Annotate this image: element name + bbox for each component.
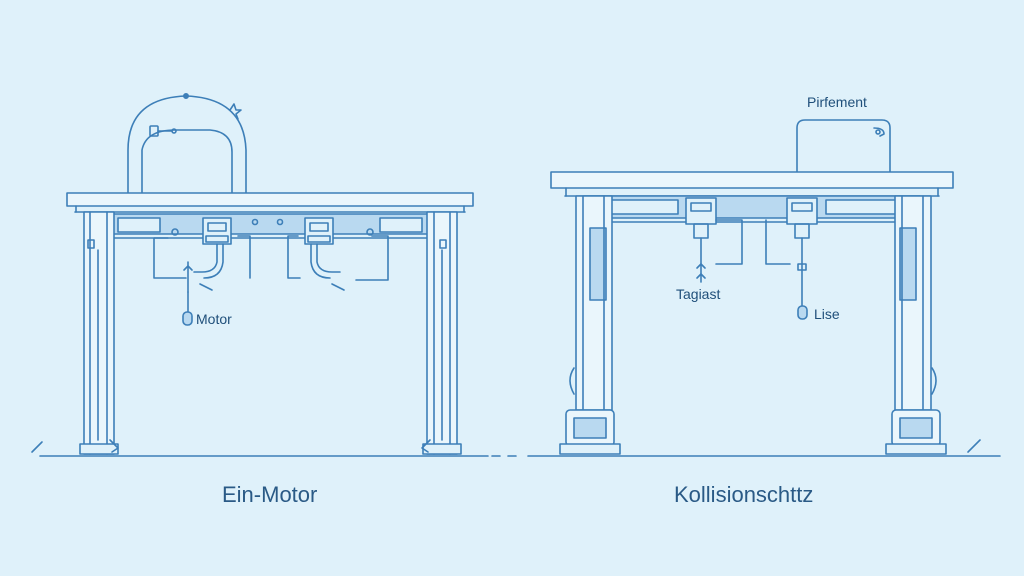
motor-icon [182,311,193,326]
right-leg-left [559,195,621,455]
sensor-icon [797,305,808,320]
right-table [550,119,954,455]
left-leg-left [79,211,119,455]
left-table [66,93,474,455]
right-diagram-caption: Kollisionschttz [674,482,814,507]
top-callout-label: Pirfement [807,94,867,110]
ground-line [31,439,1001,457]
left-tabletop [66,192,474,207]
motor-callout-label: Motor [196,311,232,327]
left-leg-right [421,211,462,455]
left-gearbox-1 [193,217,232,279]
left-spark-icon [229,103,242,120]
left-handle-arch [127,95,247,194]
left-gearbox-2 [304,217,341,279]
right-callout-label: Lise [814,306,840,322]
right-tabletop [550,171,954,189]
right-actuator-2 [786,197,818,307]
left-callout-label: Tagiast [676,286,721,302]
right-handle [796,119,891,173]
right-leg-right [885,195,947,455]
left-diagram-caption: Ein-Motor [222,482,318,507]
right-actuator-1 [685,197,717,283]
